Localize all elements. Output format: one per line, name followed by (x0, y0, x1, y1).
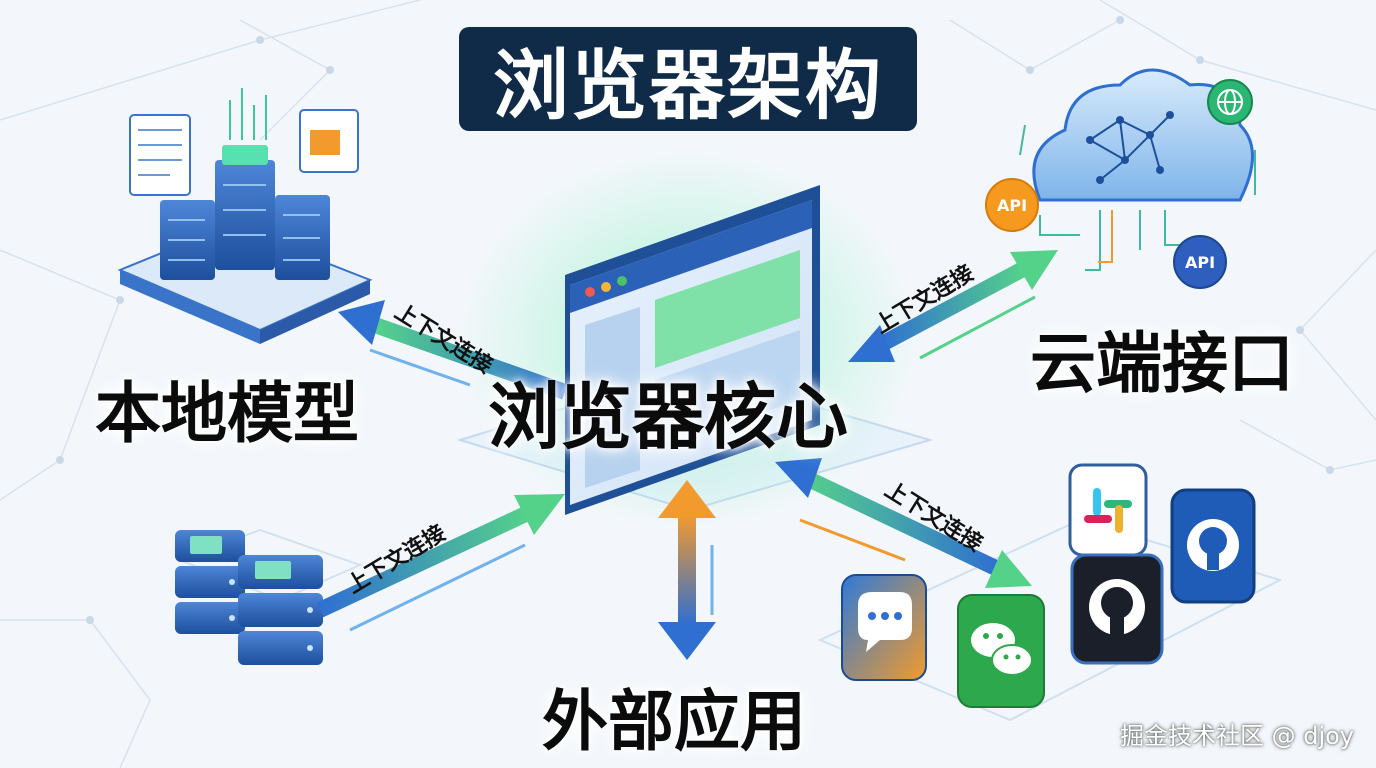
slack-icon (1068, 463, 1148, 557)
arrow-servers-to-core (316, 494, 565, 632)
cloud-network-icon (1019, 68, 1256, 271)
arrow-core-to-apps (775, 458, 1032, 588)
watermark: 掘金技术社区 @ djoy (1119, 722, 1354, 750)
node-label-cloud-api: 云端接口 (1030, 325, 1294, 402)
node-label-external-apps: 外部应用 (542, 683, 806, 760)
server-rack-icon (175, 530, 323, 665)
api-badge-label: API (1185, 253, 1215, 272)
globe-icon (1207, 79, 1253, 125)
chat-icon (841, 574, 927, 681)
data-panel-icon (129, 109, 359, 196)
title-banner: 浏览器架构 (459, 27, 917, 131)
github-icon (1070, 553, 1164, 665)
api-badge-blue (1173, 235, 1227, 289)
wechat-icon (957, 594, 1045, 708)
arrow-core-to-cloud (848, 250, 1058, 362)
page-title: 浏览器架构 (493, 41, 883, 130)
node-label-local-model: 本地模型 (95, 375, 359, 452)
api-badge-orange (985, 178, 1039, 232)
api-badge-label: API (997, 196, 1027, 215)
arrow-core-to-external (658, 480, 716, 660)
node-label-core: 浏览器核心 (488, 375, 849, 459)
browser-window-icon (565, 185, 820, 515)
server-stack-icon (160, 88, 330, 280)
github-icon-blue (1170, 488, 1256, 604)
arrow-core-to-local (338, 300, 568, 400)
